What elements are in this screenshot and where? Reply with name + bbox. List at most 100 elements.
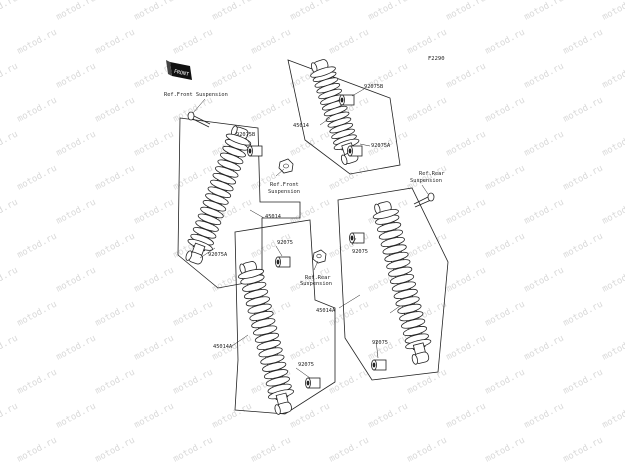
watermark-text-88: motod.ru bbox=[562, 299, 605, 328]
bushing-front-left-upper bbox=[247, 145, 263, 157]
watermark-text-0: motod.ru bbox=[0, 0, 20, 23]
watermark-text-56: motod.ru bbox=[133, 197, 176, 226]
shock-rear-left-coil-13 bbox=[263, 369, 289, 380]
panel-rear-right bbox=[337, 187, 449, 381]
shock-rear-left-coil-10 bbox=[258, 347, 283, 358]
panel-top-right bbox=[287, 59, 401, 175]
watermark-text-19: motod.ru bbox=[55, 61, 98, 90]
watermark-text-13: motod.ru bbox=[328, 27, 371, 56]
watermark-text-115: motod.ru bbox=[523, 401, 566, 430]
bushing-rear-left-upper bbox=[275, 256, 291, 268]
label-92075B-top: 92075B bbox=[364, 84, 383, 90]
watermark-text-85: motod.ru bbox=[328, 299, 371, 328]
label-92075A-top: 92075A bbox=[371, 143, 391, 149]
watermark-text-52: motod.ru bbox=[562, 163, 605, 192]
watermark-text-97: motod.ru bbox=[523, 333, 566, 362]
shock-rear-right-coil-8 bbox=[389, 274, 415, 285]
watermark-text-106: motod.ru bbox=[562, 367, 605, 396]
watermark-text-2: motod.ru bbox=[133, 0, 176, 23]
shock-rear-right-coil-5 bbox=[384, 251, 409, 262]
shock-front-left-bottom-eye-hole bbox=[185, 250, 193, 261]
shock-rear-right-coil-10 bbox=[393, 288, 418, 299]
bushings bbox=[247, 94, 387, 389]
shock-front-left-upper-seat bbox=[225, 133, 252, 146]
watermark-text-14: motod.ru bbox=[406, 27, 449, 56]
watermark-text-3: motod.ru bbox=[211, 0, 254, 23]
label-ref-front-top: Ref.Front Suspension bbox=[164, 92, 228, 98]
shock-rear-left-coil-4 bbox=[247, 303, 272, 314]
label-45014-top: 45014 bbox=[293, 123, 309, 129]
watermark-text-101: motod.ru bbox=[172, 367, 215, 396]
watermark-text-69: motod.ru bbox=[484, 231, 527, 260]
shock-rear-left-coil-9 bbox=[256, 340, 281, 351]
watermark-text-109: motod.ru bbox=[55, 401, 98, 430]
watermark-text-42: motod.ru bbox=[445, 129, 488, 158]
label-ref-rear-top-2: Suspension bbox=[410, 178, 442, 184]
bushing-top-upper-hole bbox=[340, 97, 344, 103]
shock-front-left-coil-5 bbox=[212, 173, 236, 185]
watermark-text-118: motod.ru bbox=[94, 435, 137, 464]
watermark-text-12: motod.ru bbox=[250, 27, 293, 56]
watermark-text-16: motod.ru bbox=[562, 27, 605, 56]
watermark-text-121: motod.ru bbox=[328, 435, 371, 464]
panel-front-left bbox=[177, 117, 301, 289]
label-92075-rear-left-bottom: 92075 bbox=[298, 362, 314, 368]
watermark-text-117: motod.ru bbox=[16, 435, 59, 464]
watermark-text-68: motod.ru bbox=[406, 231, 449, 260]
watermark-text-7: motod.ru bbox=[523, 0, 566, 23]
bushing-rear-right-lower-hole bbox=[372, 362, 376, 368]
shock-top-right-coil-7 bbox=[325, 111, 350, 122]
label-45014-front-left: 45014 bbox=[265, 214, 281, 220]
shock-rear-left-coil-12 bbox=[262, 361, 287, 372]
bushing-rear-left-upper-hole bbox=[276, 259, 280, 265]
bushing-rear-right-mid bbox=[349, 232, 365, 244]
watermark-text-104: motod.ru bbox=[406, 367, 449, 396]
watermark-text-112: motod.ru bbox=[289, 401, 332, 430]
shock-rear-right-coil-15 bbox=[402, 326, 428, 337]
label-92075B-front-left: 92075B bbox=[236, 132, 255, 138]
shock-rear-left-coil-5 bbox=[249, 310, 274, 321]
watermark-text-61: motod.ru bbox=[523, 197, 566, 226]
watermark-text-45: motod.ru bbox=[16, 163, 59, 192]
front-direction-logo: FRONT bbox=[166, 60, 192, 80]
watermark-text-113: motod.ru bbox=[367, 401, 410, 430]
shock-front-left-coil-9 bbox=[202, 200, 227, 212]
shock-rear-left-coil-2 bbox=[244, 289, 269, 300]
watermark-text-94: motod.ru bbox=[289, 333, 332, 362]
watermark-text-10: motod.ru bbox=[94, 27, 137, 56]
watermark-text-80: motod.ru bbox=[601, 265, 625, 294]
shock-rear-right-coil-1 bbox=[377, 222, 402, 233]
shock-front-left-coil-4 bbox=[215, 166, 239, 178]
shock-front-left-coil-1 bbox=[222, 145, 246, 158]
shock-rear-left-upper-seat bbox=[237, 268, 265, 279]
shock-rear-right-coil-12 bbox=[397, 303, 422, 314]
shock-rear-right-coil-2 bbox=[378, 229, 403, 240]
bushing-front-left-upper-hole bbox=[248, 148, 252, 154]
shock-front-left-coil-10 bbox=[200, 206, 224, 219]
shock-top-right-coil-10 bbox=[331, 128, 355, 139]
watermark-text-99: motod.ru bbox=[16, 367, 59, 396]
shock-rear-left-coil-3 bbox=[245, 296, 270, 307]
watermark-text-95: motod.ru bbox=[367, 333, 410, 362]
shock-top-right-coil-2 bbox=[316, 83, 341, 94]
label-45014A-rear-left-side: 45014A bbox=[213, 344, 233, 350]
shock-rear-right bbox=[372, 201, 432, 365]
watermark-text-120: motod.ru bbox=[250, 435, 293, 464]
nut-rear-middle bbox=[312, 249, 327, 264]
watermark-text-34: motod.ru bbox=[562, 95, 605, 124]
bushing-rear-right-lower bbox=[371, 359, 387, 371]
watermark-text-108: motod.ru bbox=[0, 401, 20, 430]
watermark-text-9: motod.ru bbox=[16, 27, 59, 56]
watermark-text-1: motod.ru bbox=[55, 0, 98, 23]
bushing-rear-left-lower bbox=[305, 377, 321, 389]
watermark-text-82: motod.ru bbox=[94, 299, 137, 328]
watermark-text-4: motod.ru bbox=[289, 0, 332, 23]
watermark-text-54: motod.ru bbox=[0, 197, 20, 226]
watermark-text-30: motod.ru bbox=[250, 95, 293, 124]
label-45014A-rear-left: 45014A bbox=[316, 308, 336, 314]
shock-rear-left-coil-8 bbox=[254, 332, 279, 343]
shock-rear-right-coil-11 bbox=[395, 296, 420, 307]
watermark-text-32: motod.ru bbox=[406, 95, 449, 124]
shock-rear-right-coil-6 bbox=[386, 259, 411, 270]
